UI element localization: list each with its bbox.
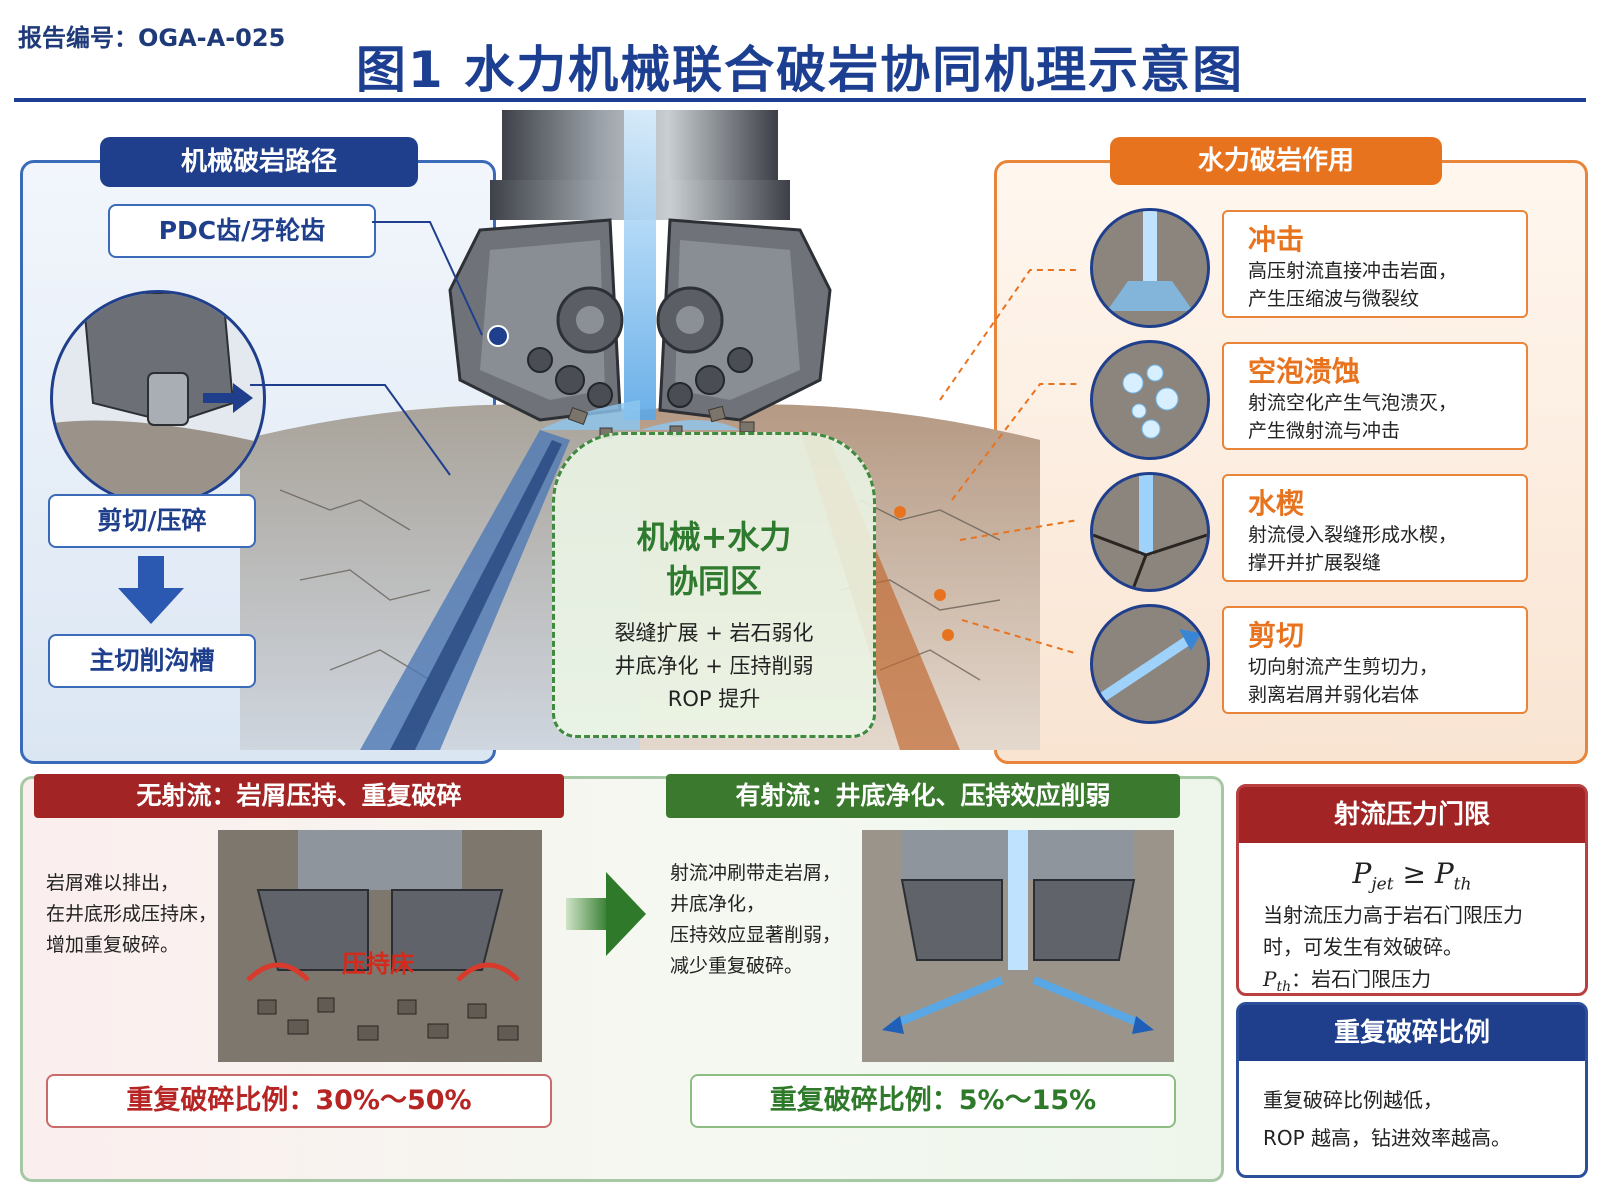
cavitation-title: 空泡溃蚀 [1248,355,1361,388]
water-wedge-line2: 撑开并扩展裂缝 [1248,552,1382,574]
formula-th: th [1453,874,1472,895]
water-wedge-card: 水楔 射流侵入裂缝形成水楔， 撑开并扩展裂缝 [1222,474,1528,582]
right-arrow-icon [566,872,646,956]
impact-title: 冲击 [1248,223,1305,256]
bubbles-icon [1090,340,1210,460]
synergy-line3: ROP 提升 [667,687,761,711]
shear-line2: 剥离岩屑并弱化岩体 [1248,684,1420,706]
shear-line1: 切向射流产生剪切力， [1248,656,1439,678]
formula-p2: P [1434,857,1454,890]
title-divider [14,98,1586,102]
threshold-line1: 当射流压力高于岩石门限压力 [1263,902,1523,927]
down-arrow-icon [118,556,184,624]
shear-crush-label: 剪切/压碎 [48,494,256,548]
impact-line1: 高压射流直接冲击岩面， [1248,260,1458,282]
legend-th: th [1276,978,1292,995]
hydraulic-title: 水力破岩作用 [1110,137,1442,185]
jet-pressure-threshold-title: 射流压力门限 [1239,787,1585,843]
no-jet-line3: 增加重复破碎。 [46,934,180,956]
report-number: 报告编号：OGA-A-025 [18,24,286,52]
shear-card: 剪切 切向射流产生剪切力， 剥离岩屑并弱化岩体 [1222,606,1528,714]
page-title: 图1 水力机械联合破岩协同机理示意图 [355,41,1245,99]
formula-op: ≥ [1393,857,1435,890]
repeat-ratio-box: 重复破碎比例 重复破碎比例越低， ROP 越高，钻进效率越高。 [1236,1002,1588,1178]
hold-down-bed-label: 压持床 [342,950,414,978]
cutter-tooth-icon [50,290,266,506]
no-jet-text: 岩屑难以排出， 在井底形成压持床， 增加重复破碎。 [46,868,217,961]
repeat-ratio-line1: 重复破碎比例越低， [1263,1088,1443,1112]
formula-p: P [1352,857,1372,890]
water-wedge-title: 水楔 [1248,487,1305,520]
impact-line2: 产生压缩波与微裂纹 [1248,288,1420,310]
threshold-legend: Pth：岩石门限压力 [1263,963,1585,1003]
teeth-label: PDC齿/牙轮齿 [108,204,376,258]
with-jet-header: 有射流：井底净化、压持效应削弱 [666,774,1180,818]
no-jet-image [218,830,542,1062]
no-jet-header: 无射流：岩屑压持、重复破碎 [34,774,564,818]
with-jet-ratio: 重复破碎比例：5%～15% [690,1074,1176,1128]
orange-leader-lines [939,269,1079,655]
threshold-formula: Pjet ≥ Pth [1239,857,1585,895]
synergy-line2: 井底净化 + 压持削弱 [614,654,814,678]
shear-title: 剪切 [1248,619,1305,652]
water-wedge-line1: 射流侵入裂缝形成水楔， [1248,524,1458,546]
threshold-line2: 时，可发生有效破碎。 [1263,934,1463,959]
with-jet-line1: 射流冲刷带走岩屑， [670,862,842,884]
jet-pressure-threshold-box: 射流压力门限 Pjet ≥ Pth 当射流压力高于岩石门限压力 时，可发生有效破… [1236,784,1588,996]
synergy-title-line1: 机械+水力 [636,518,792,556]
mechanical-path-title: 机械破岩路径 [100,137,418,187]
with-jet-text: 射流冲刷带走岩屑， 井底净化， 压持效应显著削弱， 减少重复破碎。 [670,858,841,982]
no-jet-line1: 岩屑难以排出， [46,872,180,894]
impact-card: 冲击 高压射流直接冲击岩面， 产生压缩波与微裂纹 [1222,210,1528,318]
leader-lines [250,221,483,476]
no-jet-ratio: 重复破碎比例：30%～50% [46,1074,552,1128]
synergy-line1: 裂缝扩展 + 岩石弱化 [614,621,814,645]
with-jet-line2: 井底净化， [670,893,766,915]
with-jet-line3: 压持效应显著削弱， [670,924,842,946]
synergy-title-line2: 协同区 [665,562,762,600]
repeat-ratio-title: 重复破碎比例 [1239,1005,1585,1061]
formula-jet: jet [1371,874,1394,895]
legend-p: P [1263,966,1277,991]
cavitation-line1: 射流空化产生气泡溃灭， [1248,392,1458,414]
no-jet-line2: 在井底形成压持床， [46,903,218,925]
legend-text: ：岩石门限压力 [1291,966,1432,991]
shear-jet-icon [1090,604,1210,724]
synergy-zone: 机械+水力 协同区 裂缝扩展 + 岩石弱化 井底净化 + 压持削弱 ROP 提升 [552,432,876,738]
repeat-ratio-line2: ROP 越高，钻进效率越高。 [1263,1126,1512,1150]
with-jet-image [862,830,1174,1062]
crack-icon [1090,472,1210,592]
with-jet-line4: 减少重复破碎。 [670,955,804,977]
main-groove-label: 主切削沟槽 [48,634,256,688]
water-jet-icon [1090,208,1210,328]
cavitation-line2: 产生微射流与冲击 [1248,420,1401,442]
cavitation-card: 空泡溃蚀 射流空化产生气泡溃灭， 产生微射流与冲击 [1222,342,1528,450]
